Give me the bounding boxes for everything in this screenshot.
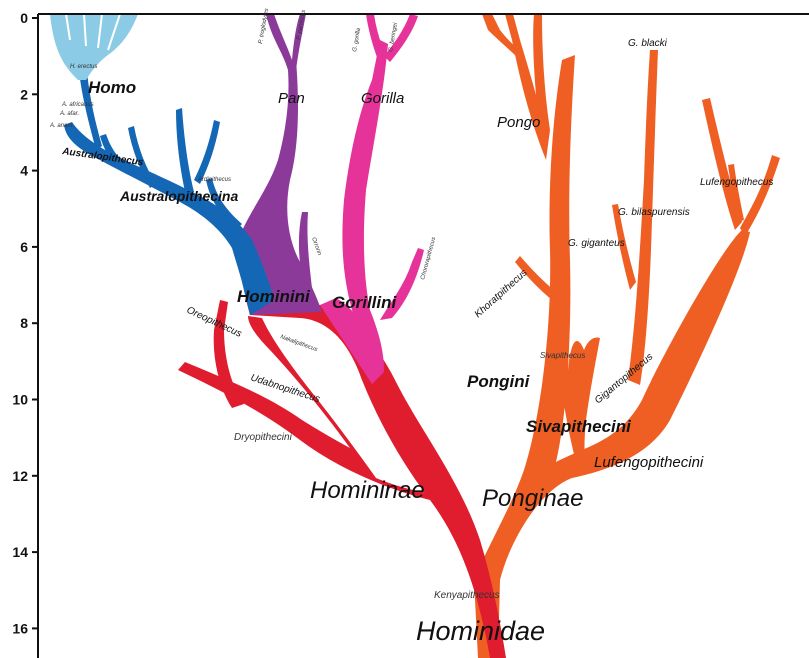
label-gorilla: Gorilla [361, 90, 404, 107]
axis-tick-label: 4 [20, 163, 28, 179]
paranthropus-fork [194, 120, 220, 184]
axis-tick-label: 12 [12, 468, 28, 484]
label-homo: Homo [88, 78, 136, 97]
label-gorillini: Gorillini [332, 293, 398, 312]
lufengopithecus-branch-right [740, 155, 780, 236]
pongo-branch [505, 14, 550, 160]
label-g-bilaspurensis: G. bilaspurensis [618, 207, 690, 218]
label-kenyapithecus: Kenyapithecus [434, 590, 500, 601]
label-chororapithecus: Chororapithecus [420, 236, 437, 280]
ponginae-trunk [474, 55, 750, 658]
axis-tick-label: 0 [20, 10, 28, 26]
gorilla-fork-right [384, 14, 418, 62]
label-lufengopithecus: Lufengopithecus [700, 177, 773, 188]
label-g-gorilla: G. gorilla [352, 27, 362, 52]
label-australopithecina: Australopithecina [119, 188, 238, 204]
axis-tick-label: 6 [20, 239, 28, 255]
homo-branch [50, 14, 138, 80]
label-pan: Pan [278, 90, 305, 107]
label-khoratpithecus: Khoratpithecus [473, 267, 530, 320]
paranthropus-branch [176, 108, 194, 196]
label-g-giganteus: G. giganteus [568, 238, 625, 249]
label-dryopithecini: Dryopithecini [234, 432, 293, 443]
axis-tick-label: 8 [20, 315, 28, 331]
ponginae-branch-group [474, 14, 780, 658]
axis-tick-label: 10 [12, 392, 28, 408]
axis-tick-label: 16 [12, 620, 28, 636]
label-nakalipithecus: Nakalipithecus [279, 334, 318, 353]
label-orrorin: Orrorin [310, 237, 322, 257]
diagram-labels: H. erectus Homo A. africanus A. afar. A.… [49, 8, 773, 646]
homo-branch-group [50, 14, 138, 80]
label-sivapithecini: Sivapithecini [526, 417, 632, 436]
gorillini-branch-group [320, 14, 424, 384]
label-a-afarensis: A. afar. [59, 111, 79, 117]
gorilla-fork-left [366, 14, 386, 60]
label-ardipithecus: Ardipithecus [197, 177, 231, 183]
label-hominidae: Hominidae [416, 616, 545, 646]
label-pongo: Pongo [497, 114, 540, 131]
label-hominini: Hominini [237, 287, 311, 306]
axis-ticks: 0 2 4 6 8 10 12 14 16 [12, 10, 38, 636]
label-ponginae: Ponginae [482, 485, 583, 512]
label-lufengopithecini: Lufengopithecini [594, 454, 704, 471]
label-a-africanus: A. africanus [61, 102, 94, 108]
axis-tick-label: 14 [12, 544, 28, 560]
label-a-anamensis: A. anam. [49, 123, 74, 129]
label-g-blacki: G. blacki [628, 38, 668, 49]
label-h-erectus: H. erectus [70, 64, 97, 70]
label-pongini: Pongini [467, 372, 531, 391]
label-sivapithecus: Sivapithecus [540, 351, 585, 360]
label-homininae: Homininae [310, 477, 425, 504]
axis-tick-label: 2 [20, 86, 28, 102]
